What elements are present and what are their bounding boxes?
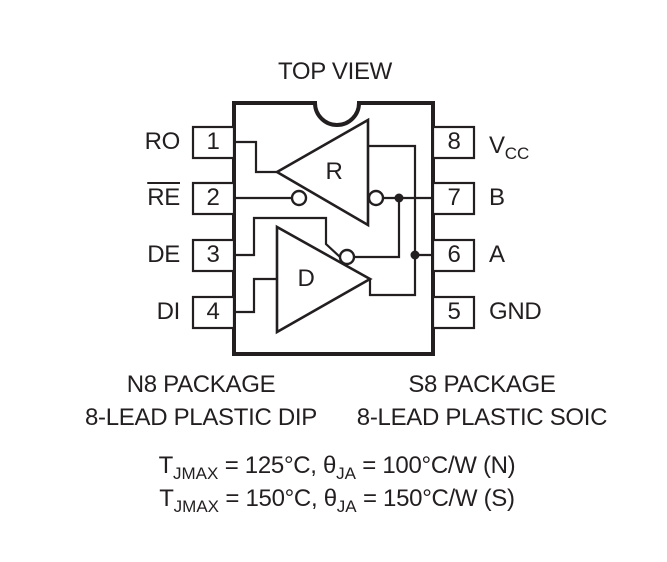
wiring [234,140,433,314]
pin-number-6: 6 [447,241,461,268]
pin-name-re: RE [147,184,180,211]
receiver-triangle [274,117,370,228]
pin-name-de: DE [147,241,180,268]
wire-dx-b [354,198,401,259]
wire-dx-a [368,255,417,297]
pin-name-gnd: GND [489,298,542,325]
wire-de [234,216,341,258]
pin-box-4 [191,295,236,330]
pin-box-2 [191,181,236,216]
pin-name-ro: RO [144,128,181,155]
s8-package-line1: S8 PACKAGE [408,371,556,398]
thermal-spec-s: TJMAX = 150°C, θJA = 150°C/W (S) [159,485,515,516]
pin-number-5: 5 [447,298,461,325]
junction-a [410,250,420,260]
pin-box-7 [431,181,476,216]
rx-inv-bubble [367,189,385,207]
junction-b [394,193,404,203]
pin-name-vcc-sub: CC [504,144,530,163]
de-bubble [338,248,356,266]
pin-name-di: DI [156,298,181,325]
wire-ro [234,140,277,174]
pin-box-8 [431,125,476,160]
pin-number-3: 3 [206,241,220,268]
wire-di [234,277,277,314]
s8-package-line2: 8-LEAD PLASTIC SOIC [356,404,608,431]
pin-box-6 [431,238,476,273]
pin-name-vcc-main: V [489,132,505,159]
pin-number-1: 1 [206,128,220,155]
pin-number-7: 7 [447,184,461,211]
n8-package-line1: N8 PACKAGE [126,371,276,398]
pin-box-5 [431,295,476,330]
pin-number-4: 4 [206,298,220,325]
wire-rx-a [368,144,433,257]
re-bubble [290,189,308,207]
pin-name-vcc: VCC [489,132,529,168]
pin-name-a: A [489,241,505,268]
n8-package-line2: 8-LEAD PLASTIC DIP [84,404,318,431]
driver-label: D [297,265,315,292]
thermal-spec-n: TJMAX = 125°C, θJA = 100°C/W (N) [158,452,516,483]
diagram-title: TOP VIEW [277,58,393,85]
receiver-label: R [325,158,343,185]
pin-number-2: 2 [206,184,220,211]
pin-number-8: 8 [447,128,461,155]
pin-name-b: B [489,184,505,211]
